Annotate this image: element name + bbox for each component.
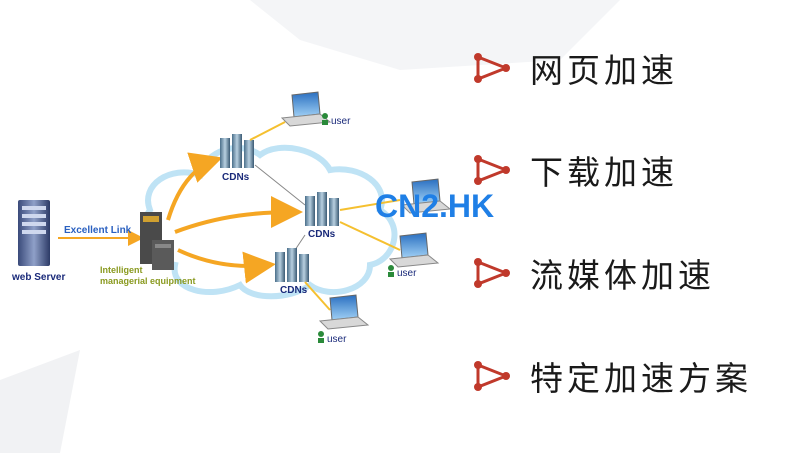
laptop-icon [388, 232, 440, 268]
triangle-bullet-icon [474, 155, 511, 185]
laptop-icon [280, 91, 332, 127]
cdn-server-icon [220, 134, 254, 168]
manager-label-line2: managerial equipment [100, 276, 196, 286]
feature-label: 特定加速方案 [530, 359, 752, 398]
route-arrow [174, 196, 303, 234]
triangle-bullet-icon [474, 361, 511, 391]
cdn-label: CDNs [280, 285, 308, 296]
user-link-line [339, 221, 401, 251]
feature-label: 网页加速 [530, 51, 678, 90]
user-label: user [331, 116, 351, 127]
user-label: user [397, 268, 417, 279]
route-arrow [177, 248, 276, 284]
web-server-icon [18, 200, 50, 266]
background-shape [0, 350, 80, 453]
user-link-line [304, 281, 331, 311]
laptop-icon [400, 178, 452, 214]
manager-label-line1: Intelligent [100, 265, 143, 275]
cloud-shape [140, 144, 398, 300]
user-link-line [339, 199, 401, 211]
user-link-line [249, 121, 286, 141]
user-person-icon [318, 331, 324, 343]
managerial-equipment-icon [140, 212, 174, 270]
cdn-link-line [294, 234, 306, 251]
user-person-icon [388, 265, 394, 277]
feature-item-custom-acceleration: 特定加速方案 [472, 356, 752, 398]
user-person-icon [322, 113, 328, 125]
cdn-label: CDNs [308, 229, 336, 240]
excellent-link-label: Excellent Link [64, 225, 132, 236]
cdn-server-icon [305, 192, 339, 226]
cdn-server-icon [275, 248, 309, 282]
cdn-label: CDNs [222, 172, 250, 183]
feature-label: 流媒体加速 [530, 256, 715, 295]
route-arrow [166, 152, 223, 221]
laptop-icon [318, 294, 370, 330]
cdn-link-line [254, 164, 306, 206]
feature-item-web-acceleration: 网页加速 [472, 48, 678, 90]
background-shape [250, 0, 620, 70]
web-server-label: web Server [12, 272, 66, 283]
feature-item-download-acceleration: 下载加速 [472, 150, 678, 192]
feature-label: 下载加速 [530, 153, 678, 192]
triangle-bullet-icon [474, 258, 511, 288]
watermark-text: CN2.HK [375, 188, 495, 224]
triangle-bullet-icon [474, 53, 511, 83]
user-label: user [327, 334, 347, 345]
feature-item-streaming-acceleration: 流媒体加速 [472, 253, 715, 295]
